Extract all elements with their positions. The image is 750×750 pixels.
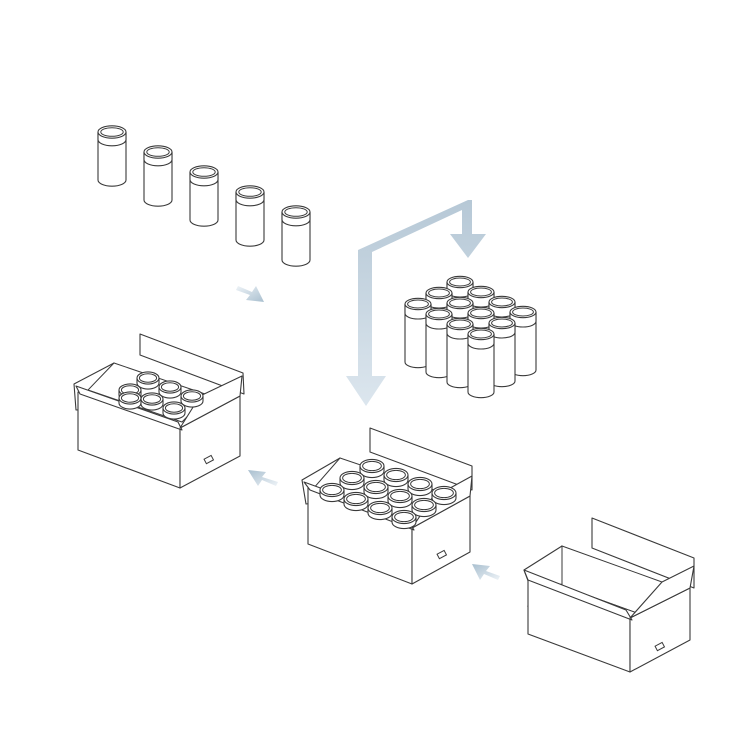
jar-icon [235,185,265,247]
jar-icon [339,470,365,491]
flow-arrow-icon [236,286,264,302]
jar-icon [143,145,173,207]
jar-icon [180,389,204,408]
jar-icon [118,391,142,410]
jar-icon [387,488,413,509]
flow-arrow-icon [248,470,278,486]
jar-icon [391,509,417,530]
jar-icon [343,491,369,512]
jar-icon [158,380,182,399]
jar-icon [509,305,537,377]
jar-icon [425,307,453,379]
jar-icon [367,500,393,521]
jar-icon [140,392,164,411]
jar-icon [319,482,345,503]
jar-icon [359,458,385,479]
jars-in-line [97,125,311,267]
jar-icon [383,467,409,488]
jar-group-3x4 [404,275,537,399]
filled-box [73,333,245,489]
jar-icon [446,317,474,389]
jar-icon [404,297,432,369]
jar-icon [467,327,495,399]
jar-icon [431,485,457,506]
flow-arrow-icon [472,564,500,580]
jar-icon [162,401,186,420]
jar-icon [407,476,433,497]
jar-icon [411,497,437,518]
jar-icon [97,125,127,187]
jar-icon [189,165,219,227]
jar-icon [488,316,516,388]
jar-icon [281,205,311,267]
transfer-arrow [346,200,486,406]
jar-icon [363,479,389,500]
jar-icon [136,371,160,390]
empty-open-box [523,517,695,673]
box-being-filled [301,427,473,585]
